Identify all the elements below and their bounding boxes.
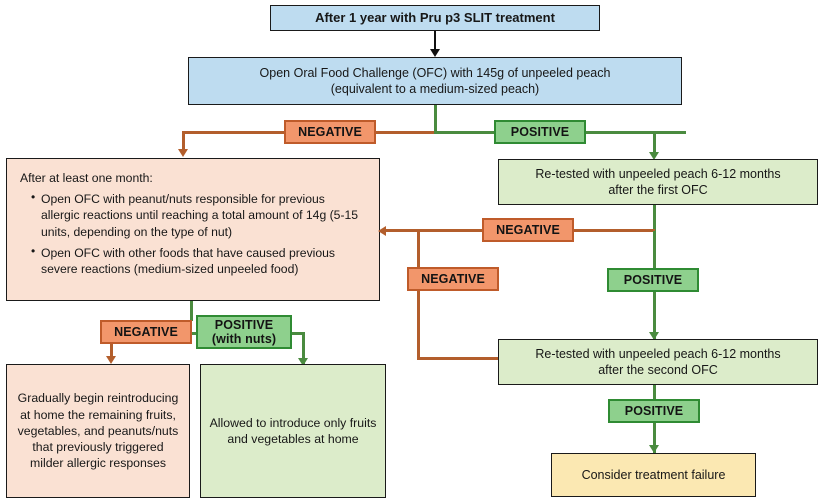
label-positive-second-ofc[interactable]: POSITIVE [607,268,699,292]
label-negative-first-ofc[interactable]: NEGATIVE [284,120,376,144]
connector-ofc-stem [434,105,437,133]
connector-retest2-positive-drop [653,385,656,462]
connector-retest2-negative-vertical [417,229,420,359]
bullet-item: Open OFC with other foods that have caus… [31,244,366,277]
retest-second-line-1: Re-tested with unpeeled peach 6-12 month… [535,346,781,361]
node-open-oral-food-challenge: Open Oral Food Challenge (OFC) with 145g… [188,57,682,105]
node-retest-first-ofc: Re-tested with unpeeled peach 6-12 month… [498,159,818,205]
ofc-line-2: (equivalent to a medium-sized peach) [330,82,540,96]
after-one-month-lead: After at least one month: [20,171,153,185]
label-negative-third[interactable]: NEGATIVE [407,267,499,291]
label-positive-with-nuts[interactable]: POSITIVE (with nuts) [196,315,292,349]
label-positive-treatment-failure[interactable]: POSITIVE [608,399,700,423]
label-text-line-2: (with nuts) [211,332,277,346]
node-consider-treatment-failure: Consider treatment failure [551,453,756,497]
bullet-item: Open OFC with peanut/nuts responsible fo… [31,190,366,240]
connector-after-month-negative-drop [110,332,113,360]
node-retest-second-ofc: Re-tested with unpeeled peach 6-12 month… [498,339,818,385]
arrowhead-ofc-negative [178,149,188,157]
node-slit-treatment-title: After 1 year with Pru p3 SLIT treatment [270,5,600,31]
retest-second-line-2: after the second OFC [598,363,718,377]
node-allowed-introduce-fruits-vegetables: Allowed to introduce only fruits and veg… [200,364,386,498]
label-text: NEGATIVE [298,124,362,139]
label-text-line-1: POSITIVE [214,317,274,332]
label-negative-second-ofc[interactable]: NEGATIVE [482,218,574,242]
arrowhead-retest1-positive [649,332,659,340]
arrowhead-after-month-positive [298,358,308,366]
after-one-month-bullets: Open OFC with peanut/nuts responsible fo… [20,190,366,277]
ofc-line-1: Open Oral Food Challenge (OFC) with 145g… [259,65,611,80]
label-text: NEGATIVE [114,324,178,339]
label-negative-after-month[interactable]: NEGATIVE [100,320,192,344]
connector-after-month-positive-drop [302,332,305,364]
connector-ofc-positive-drop [653,131,656,157]
label-text: POSITIVE [624,403,684,418]
label-text: POSITIVE [623,272,683,287]
connector-retest1-stem [653,205,656,231]
arrowhead-after-month-negative [106,356,116,364]
arrowhead-ofc-positive [649,152,659,160]
arrowhead-retest2-positive [649,445,659,453]
label-text: POSITIVE [510,124,570,139]
connector-ofc-negative-drop [182,131,185,153]
connector-after-month-stem [190,301,193,321]
connector-retest2-negative-horizontal-low [417,357,500,360]
arrowhead-retest1-negative [378,226,386,236]
retest-first-line-2: after the first OFC [608,183,708,197]
node-after-one-month: After at least one month: Open OFC with … [6,158,380,301]
connector-title-to-ofc [433,31,436,52]
label-positive-first-ofc[interactable]: POSITIVE [494,120,586,144]
label-text: NEGATIVE [421,271,485,286]
arrowhead-title-to-ofc [430,49,440,57]
retest-first-line-1: Re-tested with unpeeled peach 6-12 month… [535,166,781,181]
label-text: NEGATIVE [496,222,560,237]
node-gradual-reintroduction: Gradually begin reintroducing at home th… [6,364,190,498]
